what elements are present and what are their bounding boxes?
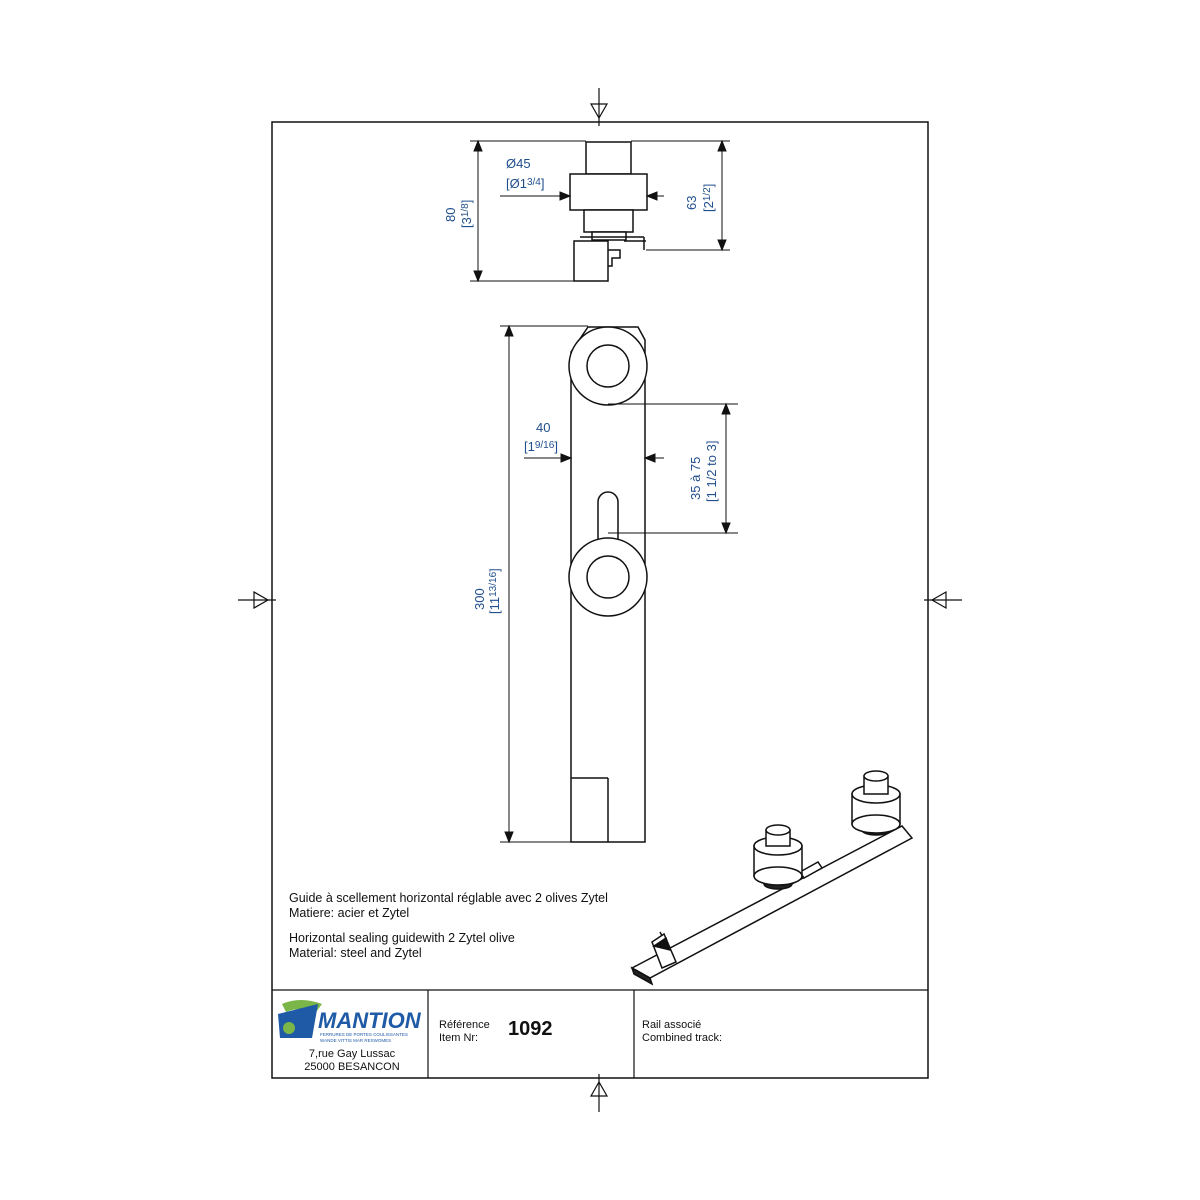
centering-marks xyxy=(238,88,962,1112)
width-label: 40 xyxy=(536,420,550,435)
partial-height-dimension xyxy=(631,139,730,252)
partial-height-label: 63 xyxy=(684,196,699,210)
length-label-inch: [1113/16] xyxy=(487,568,502,614)
logo-tagline-1: FERRURES DE PORTES COULISSANTES xyxy=(320,1032,408,1037)
diameter-dimension xyxy=(500,191,664,201)
reference-number: 1092 xyxy=(508,1018,553,1040)
length-dimension xyxy=(500,324,588,844)
adjust-range-dimension xyxy=(608,402,738,535)
description-en-line2: Material: steel and Zytel xyxy=(289,946,422,960)
mantion-logo xyxy=(278,1000,322,1038)
logo-wordmark: MANTION xyxy=(318,1008,422,1033)
front-view-guide-bar xyxy=(568,326,648,843)
width-label-inch: [19/16] xyxy=(524,439,558,454)
description-fr-line1: Guide à scellement horizontal réglable a… xyxy=(289,891,608,905)
diameter-label-inch: [Ø13/4] xyxy=(506,176,545,191)
address-line2: 25000 BESANCON xyxy=(304,1061,400,1073)
rail-label-en: Combined track: xyxy=(642,1032,723,1044)
total-height-label: 80 xyxy=(443,208,458,222)
description-fr-line2: Matiere: acier et Zytel xyxy=(289,906,410,920)
reference-label-en: Item Nr: xyxy=(439,1032,479,1044)
logo-tagline-2: WANDE VITTIS MAR RESWOMES xyxy=(320,1038,391,1043)
rail-label-fr: Rail associé xyxy=(642,1019,702,1031)
diameter-label: Ø45 xyxy=(506,156,531,171)
width-dimension xyxy=(524,453,664,463)
description-en-line1: Horizontal sealing guidewith 2 Zytel oli… xyxy=(289,931,515,945)
reference-label-fr: Référence xyxy=(439,1019,490,1031)
length-label: 300 xyxy=(472,588,487,610)
total-height-label-inch: [31/8] xyxy=(459,200,474,228)
title-block-grid xyxy=(272,989,928,1078)
top-view-olive xyxy=(569,141,648,282)
adjust-range-label: 35 à 75 xyxy=(688,457,703,500)
total-height-dimension xyxy=(470,139,586,283)
isometric-view xyxy=(630,770,914,986)
partial-height-label-inch: [21/2] xyxy=(701,184,716,212)
adjust-range-label-inch: [1 1/2 to 3] xyxy=(704,441,719,502)
address-line1: 7,rue Gay Lussac xyxy=(308,1048,396,1060)
